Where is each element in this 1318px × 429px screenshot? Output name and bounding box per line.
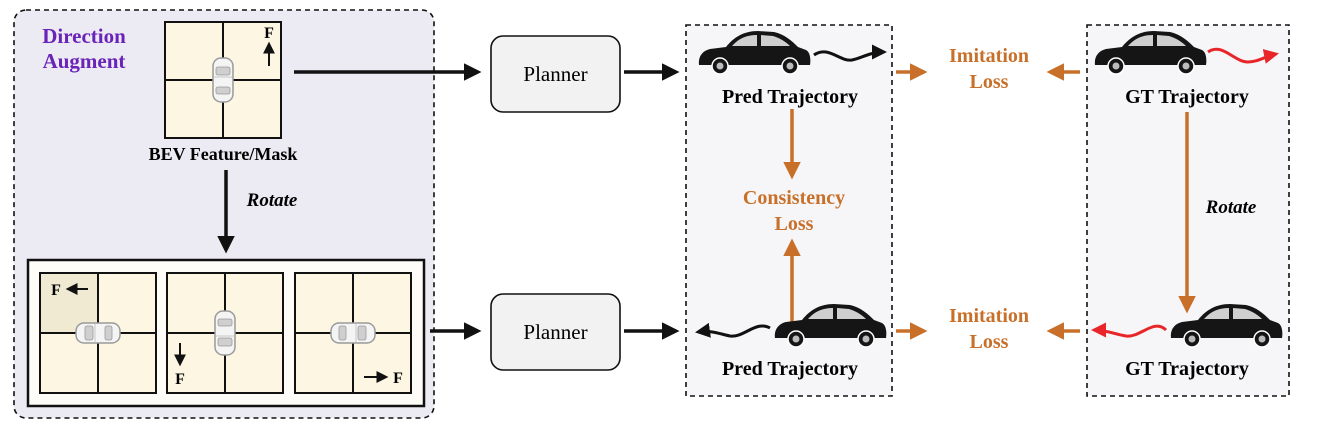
bev-grid-top: F [164,21,282,139]
planner-bottom [490,293,621,371]
forward-marker: F [264,25,274,42]
imitation-loss-bottom-line1: Imitation [949,305,1029,327]
car-topview-icon [330,322,376,344]
rotate-label-left: Rotate [246,190,298,211]
planner-top-label: Planner [523,62,587,86]
imitation-loss-top-line1: Imitation [949,45,1029,67]
bev-grid-rotated-left: F [39,272,157,394]
gt-trajectory-top-label: GT Trajectory [1125,86,1249,108]
car-topview-icon [214,310,236,356]
pred-trajectory-bottom-label: Pred Trajectory [722,358,858,380]
gt-trajectory-bottom-icon [1091,322,1168,338]
planner-top [490,35,621,113]
gt-trajectory-bottom-label: GT Trajectory [1125,358,1249,380]
gt-trajectory-top-icon [1207,47,1279,64]
consistency-loss-line1: Consistency [743,187,845,209]
bev-grid-rotated-right: F [294,272,412,394]
direction-augment-title-line1: Direction [42,24,126,48]
pred-trajectory-bottom-icon [695,322,771,338]
forward-marker: F [393,370,403,387]
imitation-loss-bottom-line2: Loss [970,331,1009,353]
pred-trajectory-top-label: Pred Trajectory [722,86,858,108]
consistency-loss-line2: Loss [775,213,814,235]
car-topview-icon [212,57,234,103]
imitation-loss-top-line2: Loss [970,71,1009,93]
rotate-label-right: Rotate [1205,197,1257,218]
forward-marker: F [175,371,185,388]
forward-marker: F [51,282,61,299]
car-topview-icon [75,322,121,344]
planner-bottom-label: Planner [523,320,587,344]
bev-feature-label: BEV Feature/Mask [149,144,298,164]
direction-augment-title-line2: Augment [43,49,126,73]
pred-trajectory-top-icon [813,44,887,62]
bev-grid-rotated-down: F [166,272,284,394]
